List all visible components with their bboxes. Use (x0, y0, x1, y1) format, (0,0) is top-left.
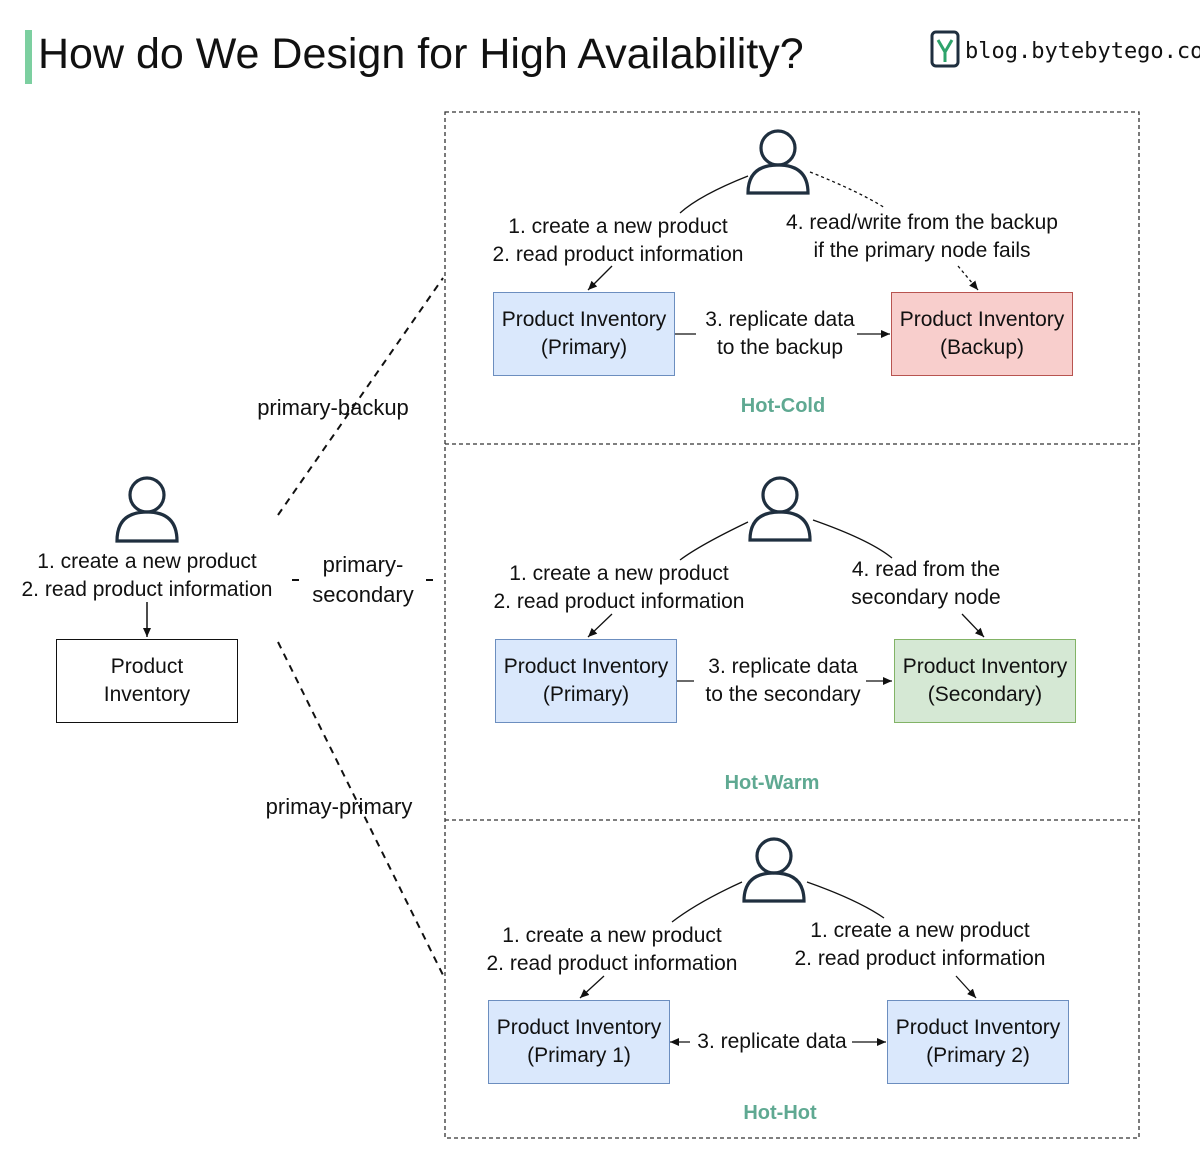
hh-user-right-curve (806, 881, 885, 919)
hc-user-left-curve (679, 175, 749, 214)
hw-replicate-line2: to the secondary (705, 683, 861, 706)
title-accent-bar (25, 30, 32, 84)
hw-caption: Hot-Warm (724, 772, 820, 794)
hh-caption: Hot-Hot (743, 1102, 817, 1124)
hw-secondary-line2: (Secondary) (927, 683, 1043, 706)
hh-primary1-line2: (Primary 1) (527, 1044, 631, 1067)
page-title: How do We Design for High Availability? (38, 30, 804, 78)
hw-primary-box: Product Inventory (Primary) (495, 639, 677, 723)
hc-right-arrow (957, 265, 979, 291)
hw-primary-line1: Product Inventory (503, 655, 669, 678)
hc-right-label-line1: 4. read/write from the backup (786, 211, 1058, 234)
connector-label-primary-secondary-line2: secondary (312, 582, 414, 607)
hh-left-arrow (579, 975, 605, 999)
hc-primary-box: Product Inventory (Primary) (493, 292, 675, 376)
hh-right-label-line1: 1. create a new product (810, 919, 1030, 942)
panel-borders (444, 111, 1140, 1139)
hw-replicate-line1: 3. replicate data (708, 655, 858, 678)
client-box-line1: Product (110, 655, 184, 678)
hc-replicate-line2: to the backup (716, 336, 844, 359)
hh-primary1-line1: Product Inventory (496, 1016, 662, 1039)
user-icon (115, 476, 179, 543)
hw-user-left-curve (679, 521, 749, 561)
hc-left-arrow (587, 265, 613, 291)
hc-backup-line1: Product Inventory (899, 308, 1065, 331)
connector-label-primary-primary: primay-primary (265, 794, 413, 819)
hw-user-right-curve (812, 519, 893, 559)
hw-primary-line2: (Primary) (542, 683, 630, 706)
hc-backup-line2: (Backup) (939, 336, 1025, 359)
hot-hot-arrows (579, 881, 977, 1046)
hw-left-label-line1: 1. create a new product (509, 562, 729, 585)
hh-left-label-line1: 1. create a new product (502, 924, 722, 947)
connector-label-primary-secondary-line1: primary- (322, 552, 404, 577)
hh-right-label-line2: 2. read product information (794, 947, 1046, 970)
hw-secondary-box: Product Inventory (Secondary) (894, 639, 1076, 723)
hc-right-label-line2: if the primary node fails (813, 239, 1031, 262)
hc-primary-line1: Product Inventory (501, 308, 667, 331)
hw-right-arrow (961, 613, 985, 638)
hh-replicate-line1: 3. replicate data (697, 1030, 847, 1053)
hot-cold-arrows (587, 171, 979, 338)
hc-backup-box: Product Inventory (Backup) (891, 292, 1073, 376)
connector-primary-primary (277, 641, 444, 976)
hw-left-arrow (587, 613, 613, 638)
hc-caption: Hot-Cold (740, 395, 826, 417)
hw-right-label-line2: secondary node (851, 586, 1001, 609)
hot-warm-arrows (587, 519, 985, 685)
hw-right-label-line1: 4. read from the (851, 558, 1001, 581)
client-label-line2: 2. read product information (21, 578, 273, 601)
hh-user-left-curve (671, 881, 743, 923)
hc-user-right-dashed (809, 171, 886, 209)
hh-primary2-line2: (Primary 2) (926, 1044, 1030, 1067)
hw-left-label-line2: 2. read product information (493, 590, 745, 613)
hh-left-label-line2: 2. read product information (486, 952, 738, 975)
hc-left-label-line1: 1. create a new product (508, 215, 728, 238)
hc-left-label-line2: 2. read product information (492, 243, 744, 266)
client-product-inventory-box: Product Inventory (56, 639, 238, 723)
hh-primary1-box: Product Inventory (Primary 1) (488, 1000, 670, 1084)
hh-right-arrow (955, 975, 977, 999)
client-box-line2: Inventory (103, 683, 191, 706)
user-icon (746, 129, 810, 195)
user-icon (742, 837, 806, 903)
client-label-line1: 1. create a new product (37, 550, 257, 573)
brand-url: blog.bytebytego.com (965, 39, 1200, 64)
connector-label-primary-backup: primary-backup (257, 395, 409, 420)
hh-primary2-line1: Product Inventory (895, 1016, 1061, 1039)
hc-replicate-line1: 3. replicate data (705, 308, 855, 331)
hc-primary-line2: (Primary) (540, 336, 628, 359)
hw-secondary-line1: Product Inventory (902, 655, 1068, 678)
user-icon (748, 476, 812, 542)
bytebytego-logo-icon (930, 30, 960, 68)
fan-connectors (277, 277, 444, 976)
panels-outer-border (444, 111, 1140, 1139)
connector-primary-backup (277, 277, 444, 516)
hh-primary2-box: Product Inventory (Primary 2) (887, 1000, 1069, 1084)
